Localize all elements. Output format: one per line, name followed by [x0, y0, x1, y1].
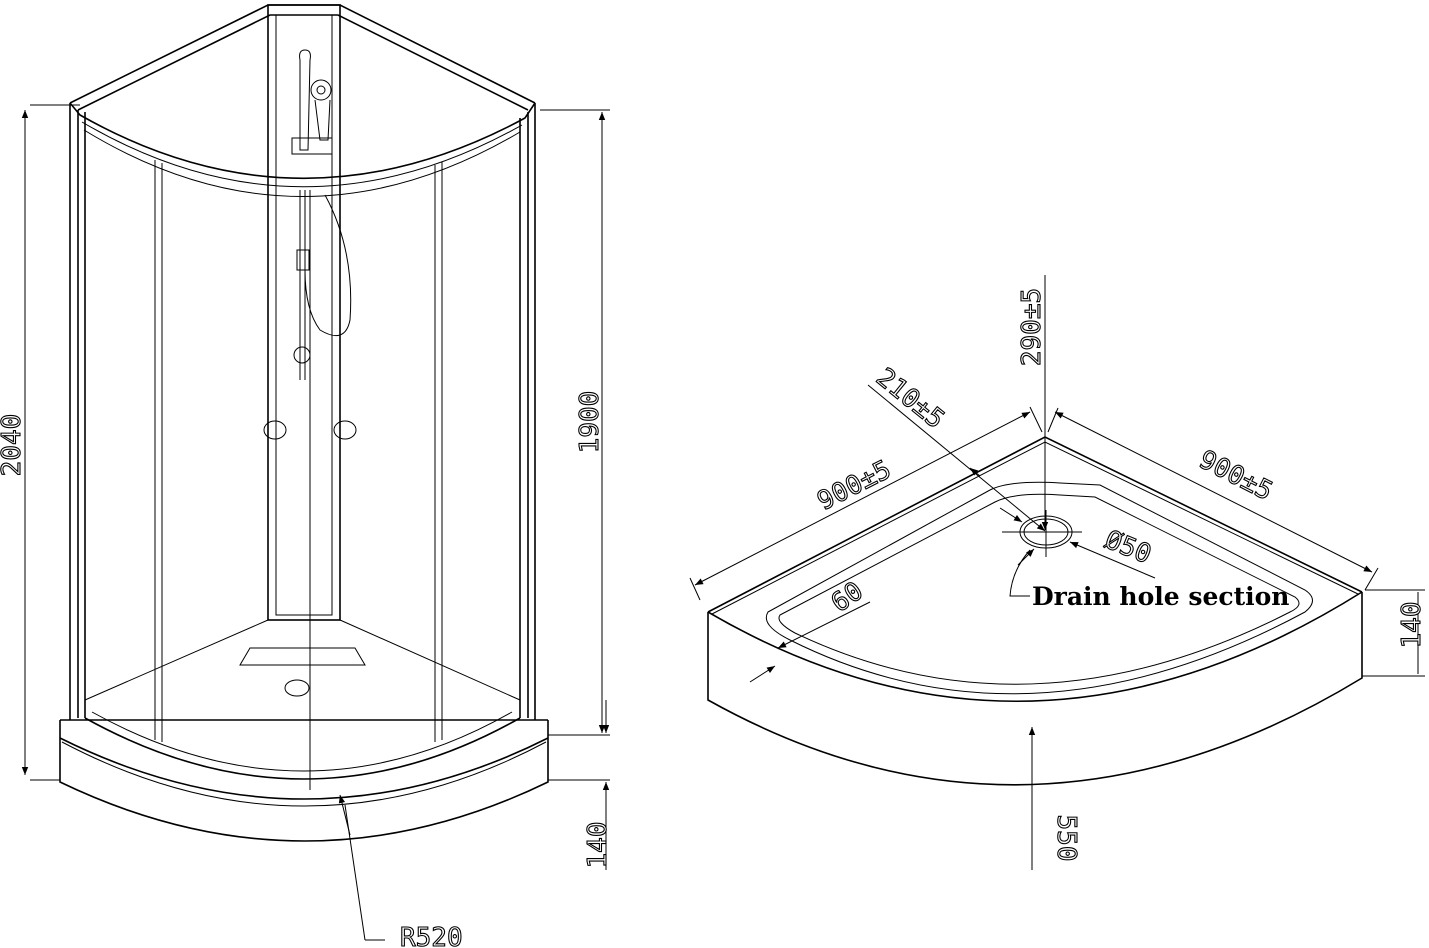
dim-tray-height-right: 140 [1397, 602, 1427, 649]
dim-tray-height: 140 [583, 822, 613, 869]
drain-hole-label: Drain hole section [1032, 582, 1289, 611]
shower-tray-drawing: 290±5 210±5 900±5 900±5 Ø50 Drain hole s… [689, 275, 1428, 870]
dim-glass-height: 1900 [575, 391, 605, 454]
dim-drain-diagonal: 210±5 [870, 362, 950, 435]
dim-radius: R520 [400, 923, 463, 948]
dim-drain-diameter: Ø50 [1101, 525, 1156, 570]
dim-drain-vertical: 290±5 [1017, 288, 1047, 366]
dim-rim-width: 60 [826, 576, 869, 619]
dim-front-depth: 550 [1051, 815, 1081, 862]
shower-enclosure-drawing: 2040 1900 140 R520 [0, 4, 614, 948]
dim-side-left: 900±5 [813, 455, 896, 517]
dim-side-right: 900±5 [1194, 445, 1277, 507]
dim-total-height: 2040 [0, 414, 27, 477]
